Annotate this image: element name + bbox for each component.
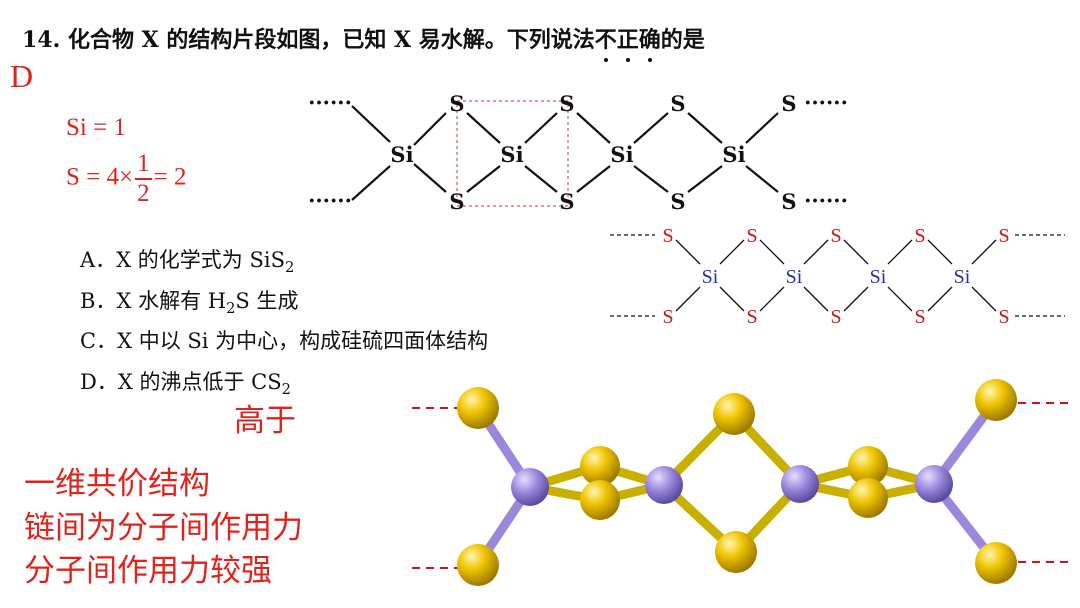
calc-frac-den: 2	[137, 180, 150, 207]
atom-s: S	[914, 306, 925, 328]
atom-si: Si	[702, 266, 719, 288]
atom-si: Si	[500, 142, 523, 167]
atom-s: S	[559, 189, 574, 214]
atom-s: S	[830, 225, 841, 247]
stem-text-after: 的是	[660, 27, 705, 53]
atom-s: S	[998, 306, 1009, 328]
stem-emph-1: 不	[595, 22, 617, 62]
atom-si: Si	[722, 142, 745, 167]
atom-s: S	[670, 91, 685, 116]
stem-emph-2: 正	[617, 22, 639, 62]
option-c-text: X 中以 Si 为中心，构成硅硫四面体结构	[117, 329, 489, 353]
note-gao-yu: 高于	[234, 403, 296, 439]
atom-si: Si	[954, 266, 971, 288]
option-a-letter: A．	[80, 248, 117, 272]
atom-si: Si	[390, 142, 413, 167]
atom-s: S	[781, 91, 796, 116]
option-a: A．X 的化学式为 SiS2	[80, 244, 294, 276]
silicon-atom	[915, 465, 953, 503]
atom-s: S	[662, 225, 673, 247]
sulfur-atom	[580, 446, 620, 486]
structure-diagram-colored: S S S S S S S S S S Si Si Si Si	[610, 225, 1065, 328]
option-d: D．X 的沸点低于 CS2	[80, 366, 291, 398]
sulfur-atom	[848, 446, 888, 486]
atom-si: Si	[870, 266, 887, 288]
sulfur-atom	[975, 542, 1017, 584]
note-line-3: 分子间作用力较强	[24, 553, 272, 589]
ball-stick-model	[412, 379, 1070, 586]
option-b-sub: 2	[226, 300, 236, 318]
sulfur-atom	[715, 531, 757, 573]
sulfur-atom	[457, 387, 499, 429]
silicon-atom	[645, 466, 683, 504]
atom-s: S	[559, 91, 574, 116]
calc-s-prefix: S = 4×	[66, 163, 134, 191]
option-a-sub: 2	[284, 259, 295, 277]
option-b: B．X 水解有 H2S 生成	[80, 285, 298, 317]
option-d-sub: 2	[281, 381, 291, 399]
option-d-text: X 的沸点低于 CS	[117, 370, 282, 394]
dots-bottom-left: ······	[308, 188, 352, 213]
stem-emph-3: 确	[639, 22, 661, 62]
question-stem: 14. 化合物 X 的结构片段如图，已知 X 易水解。下列说法不正确的是	[22, 22, 705, 62]
calc-s-suffix: = 2	[153, 163, 187, 191]
sulfur-atom	[975, 379, 1017, 421]
atom-s: S	[781, 189, 796, 214]
sulfur-atom	[848, 478, 888, 518]
dots-top-right: ······	[804, 90, 848, 115]
unit-cell-box	[456, 100, 569, 207]
atom-s: S	[830, 306, 841, 328]
calc-frac-num: 1	[135, 150, 152, 180]
silicon-atom	[781, 465, 819, 503]
sulfur-atom	[713, 393, 755, 435]
atom-si: Si	[610, 142, 633, 167]
atom-s: S	[914, 225, 925, 247]
note-line-1: 一维共价结构	[24, 466, 210, 502]
option-b-letter: B．	[80, 289, 117, 313]
sulfur-atom	[580, 480, 620, 520]
atom-s: S	[746, 225, 757, 247]
option-b-text-after: S 生成	[235, 289, 299, 313]
atom-s: S	[449, 91, 464, 116]
option-c-letter: C．	[80, 329, 118, 353]
sulfur-atom	[457, 544, 499, 586]
option-c: C．X 中以 Si 为中心，构成硅硫四面体结构	[80, 325, 488, 355]
stem-text-before: 化合物 X 的结构片段如图，已知 X 易水解。下列说法	[67, 27, 595, 53]
option-d-letter: D．	[80, 370, 118, 394]
structure-diagram-top: ······ ······ S S S S S S S S Si Si Si S…	[308, 90, 848, 214]
silicon-atom	[511, 468, 549, 506]
question-number: 14.	[22, 27, 61, 53]
dots-bottom-right: ······	[804, 188, 848, 213]
atom-s: S	[998, 225, 1009, 247]
answer-letter: D	[10, 58, 34, 94]
atom-s: S	[746, 306, 757, 328]
option-a-text: X 的化学式为 SiS	[116, 248, 285, 272]
note-line-2: 链间为分子间作用力	[24, 510, 303, 546]
calc-line-si: Si = 1	[66, 114, 126, 141]
atom-s: S	[449, 189, 464, 214]
option-b-text: X 水解有 H	[116, 289, 227, 313]
atom-s: S	[670, 189, 685, 214]
atom-si: Si	[786, 266, 803, 288]
atom-s: S	[662, 306, 673, 328]
dots-top-left: ······	[308, 90, 352, 115]
